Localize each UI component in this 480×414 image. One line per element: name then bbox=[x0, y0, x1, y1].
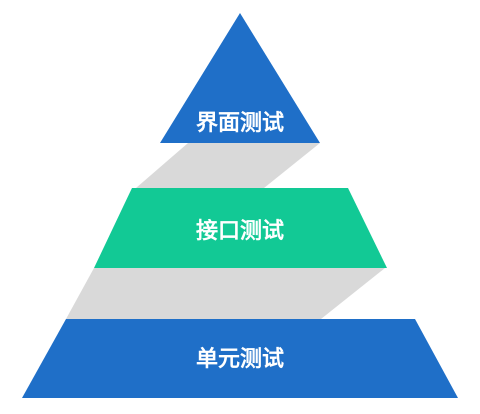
connector-middle-bottom bbox=[66, 268, 385, 319]
tier-middle-label: 接口测试 bbox=[196, 219, 284, 244]
tier-top-label: 界面测试 bbox=[196, 111, 284, 136]
tier-bottom-label: 单元测试 bbox=[196, 347, 284, 372]
connector-top-middle bbox=[136, 143, 320, 188]
tier-middle-shape bbox=[94, 188, 387, 268]
tier-top-shape bbox=[160, 13, 320, 143]
tier-bottom-shape bbox=[22, 319, 458, 398]
